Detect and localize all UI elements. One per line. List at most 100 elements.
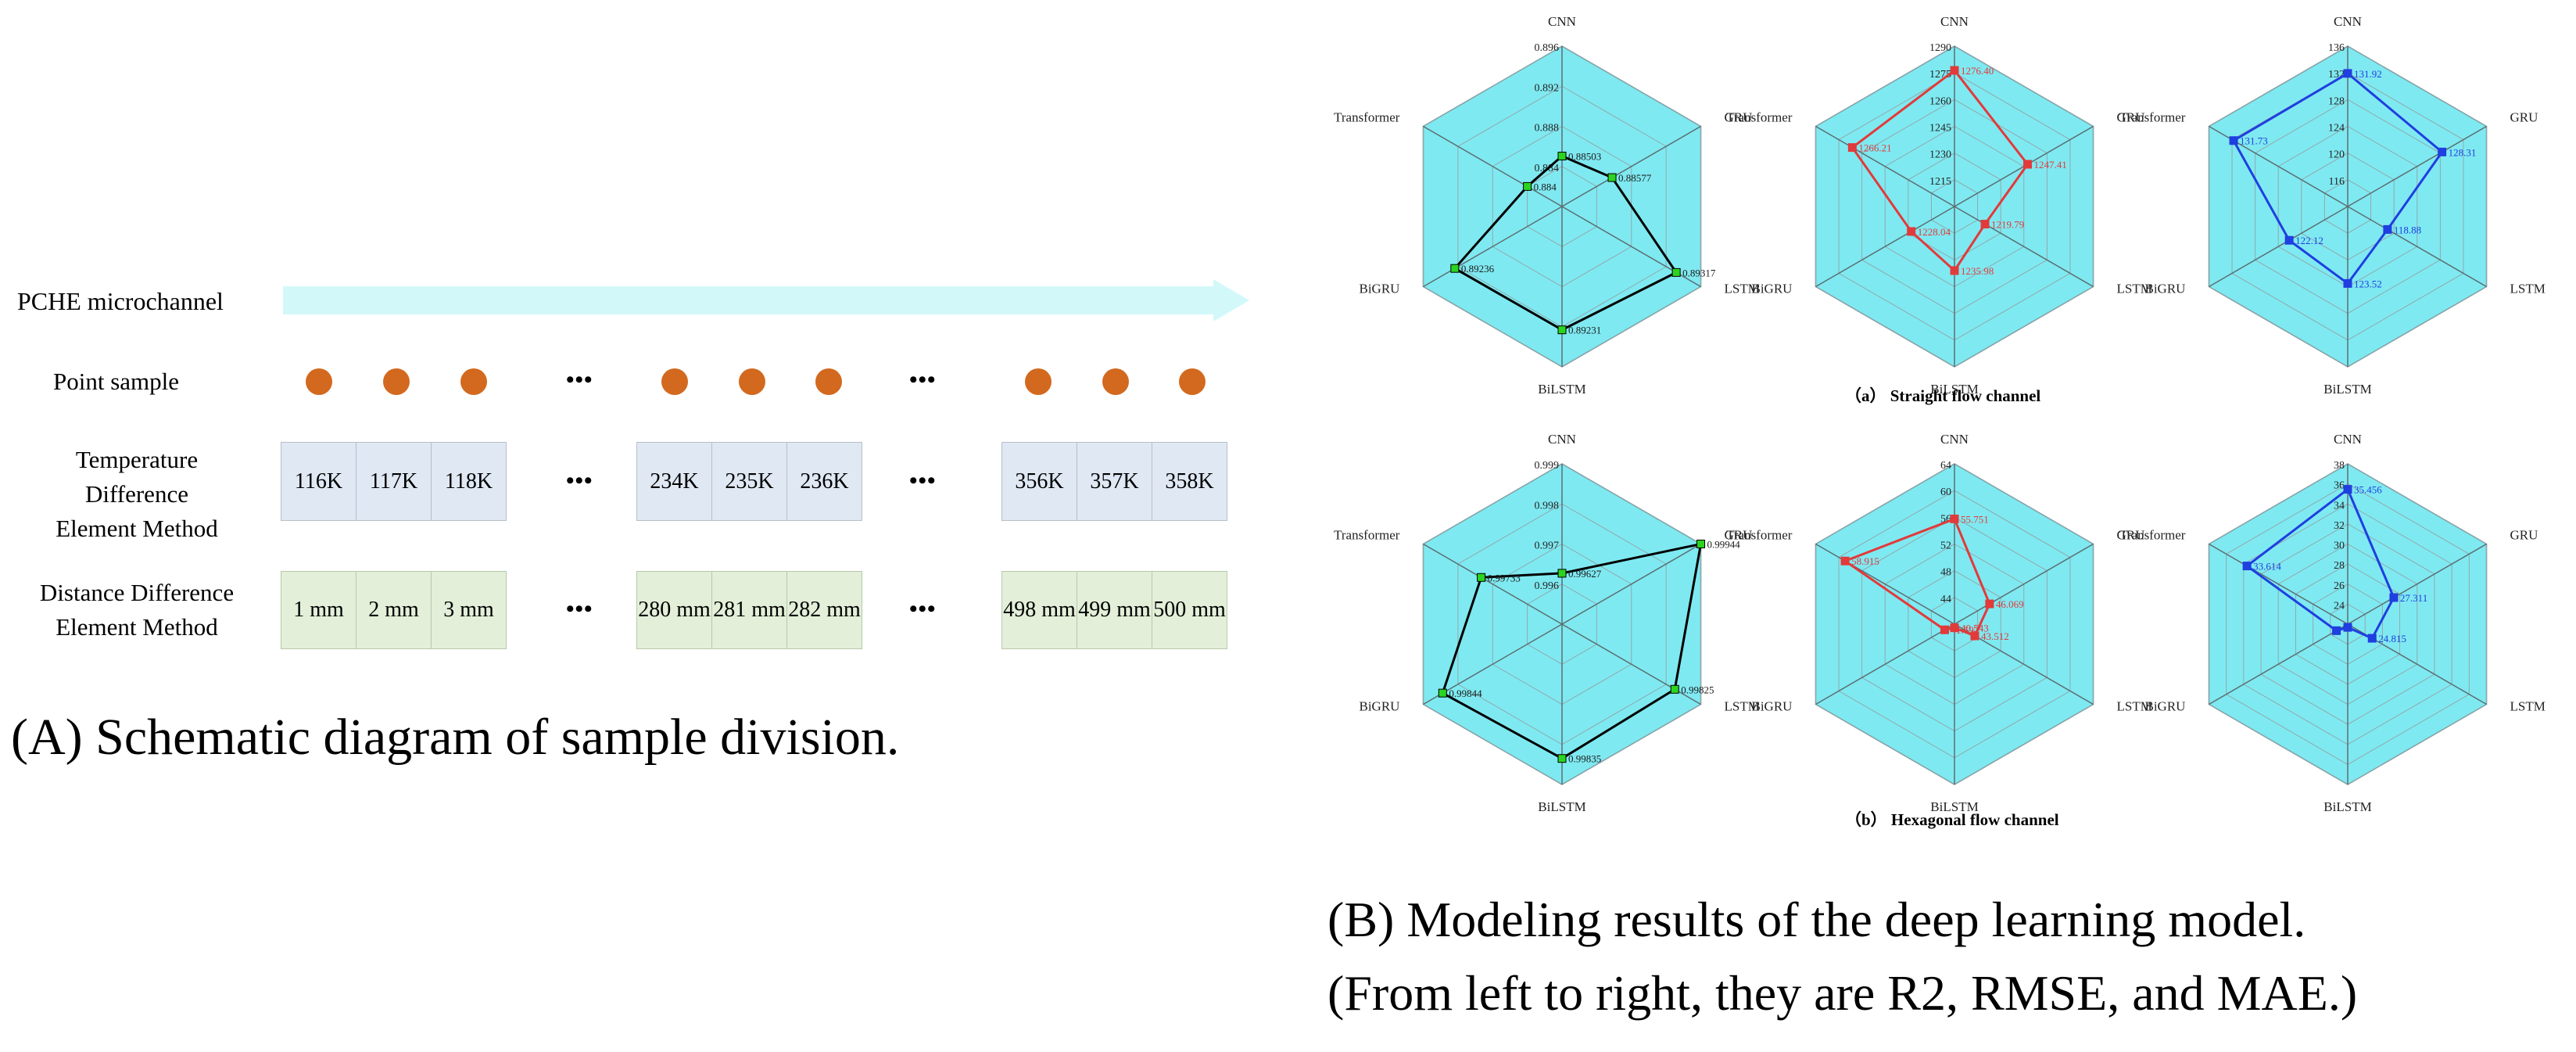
subcaption-straight: （a） Straight flow channel [1845,386,2041,405]
ellipsis: ••• [909,468,937,494]
temperature-group-2: 234K 235K 236K [636,442,862,521]
radar-spoke [2347,206,2487,288]
radar-tick-label: 1215 [1929,176,1951,188]
radar-data-label: 55.751 [1961,513,1989,525]
radar-tick-label: 30 [2334,540,2345,552]
distance-cell: 280 mm [636,571,712,649]
radar-chart-hexagonal-r2: 0.9990.9980.9970.996CNNGRULSTMBiLSTMBiGR… [1334,432,1760,814]
radar-data-point [1523,181,1532,191]
radar-data-point [2383,224,2392,234]
sample-point [460,368,487,395]
distance-cell: 3 mm [431,571,507,649]
radar-data-label: 0.884 [1534,181,1557,192]
radar-axis-label: LSTM [1725,282,1760,296]
radar-data-point [1696,540,1706,548]
radar-tick-label: 0.892 [1535,82,1560,94]
radar-axis-label: Transformer [1334,110,1400,125]
row-label-temperature-line1: Temperature [75,446,199,473]
temperature-cell: 358K [1152,442,1227,521]
distance-cell: 499 mm [1077,571,1152,649]
radar-tick-label: 0.999 [1535,460,1560,472]
radar-axis-label: GRU [2117,110,2145,125]
radar-data-label: 122.12 [2295,235,2323,246]
row-label-temperature-line2: Difference [85,480,188,508]
radar-data-point [2389,593,2399,602]
row-label-channel: PCHE microchannel [17,287,224,315]
radar-tick-label: 52 [1940,540,1951,552]
radar-spoke [1423,125,1563,207]
distance-cell: 498 mm [1001,571,1077,649]
radar-axis-label: BiLSTM [1930,382,1978,397]
radar-data-label: 0.99844 [1449,688,1482,699]
caption-a: (A) Schematic diagram of sample division… [11,709,900,766]
panel-a-sample-division: PCHE microchannel Point sample ••• ••• T… [0,0,1282,1052]
radar-data-point [1985,599,1994,609]
radar-data-point [2284,235,2294,245]
radar-data-point [1980,220,1990,229]
distance-cell: 282 mm [786,571,862,649]
radar-data-point [2438,147,2447,156]
radar-tick-label: 28 [2334,560,2345,572]
radar-data-point [1950,66,1959,75]
radar-axis-label: CNN [2334,14,2362,29]
radar-axis-label: BiLSTM [2323,382,2371,397]
radar-data-point [1557,569,1567,578]
radar-chart-straight-mae: 136132128124120116CNNGRULSTMBiLSTMBiGRUT… [2119,14,2546,397]
ellipsis: ••• [566,367,593,393]
distance-cell: 281 mm [711,571,787,649]
radar-axis-label: LSTM [1725,699,1760,714]
radar-spoke [1815,543,1955,625]
radar-spoke [1423,206,1563,288]
radar-data-point [1907,227,1916,236]
radar-axis-label: BiGRU [1751,282,1792,296]
radar-data-point [1607,173,1617,182]
radar-data-point [2367,634,2377,643]
row-label-distance-line1: Distance Difference [39,579,235,606]
radar-tick-label: 36 [2334,480,2345,492]
row-label-temperature: Temperature Difference Element Method [55,443,219,546]
radar-axis-label: GRU [2117,528,2145,543]
radar-data-point [1438,688,1447,698]
radar-data-point [1970,631,1979,641]
ellipsis: ••• [909,367,937,393]
radar-data-label: 1266.21 [1858,142,1891,154]
radar-data-label: 123.52 [2354,278,2382,289]
radar-chart-straight-rmse: 129012751260124512301215CNNGRULSTMBiLSTM… [1726,14,2152,397]
temperature-group-1: 116K 117K 118K [281,442,507,521]
radar-data-point [1950,266,1959,275]
radar-data-point [1450,264,1460,273]
temperature-cell: 117K [356,442,432,521]
radar-tick-label: 24 [2334,600,2345,612]
row-label-distance: Distance Difference Element Method [16,576,258,644]
radar-spoke [2209,623,2348,706]
ellipsis: ••• [566,468,593,494]
radar-data-point [2242,562,2252,571]
radar-data-label: 0.99944 [1707,539,1741,551]
radar-data-label: 1235.98 [1961,265,1994,277]
radar-data-label: 1276.40 [1961,65,1994,77]
radar-data-point [2343,485,2352,494]
radar-data-label: 0.89317 [1682,267,1716,278]
microchannel-arrow-shaft [283,286,1213,314]
radar-spoke [1423,543,1563,625]
temperature-cell: 235K [711,442,787,521]
temperature-cell: 116K [281,442,356,521]
radar-spoke [1954,543,2094,625]
radar-data-label: 33.614 [2253,561,2281,573]
radar-chart-hexagonal-rmse: 646056524844CNNGRULSTMBiLSTMBiGRUTransfo… [1726,432,2152,814]
radar-data-point [1950,623,1959,633]
radar-axis-label: GRU [2510,528,2538,543]
radar-tick-label: 120 [2328,149,2345,161]
radar-axis-label: LSTM [2117,282,2152,296]
radar-tick-label: 44 [1940,594,1951,605]
radar-data-label: 0.88503 [1568,151,1601,163]
distance-cell: 1 mm [281,571,356,649]
distance-group-1: 1 mm 2 mm 3 mm [281,571,507,649]
radar-data-label: 40.543 [1961,623,1989,634]
radar-axis-label: CNN [2334,432,2362,447]
radar-axis-label: BiGRU [1751,699,1792,714]
radar-tick-label: 64 [1940,460,1951,472]
radar-tick-label: 0.996 [1535,580,1560,592]
radar-axis-label: CNN [1940,432,1969,447]
